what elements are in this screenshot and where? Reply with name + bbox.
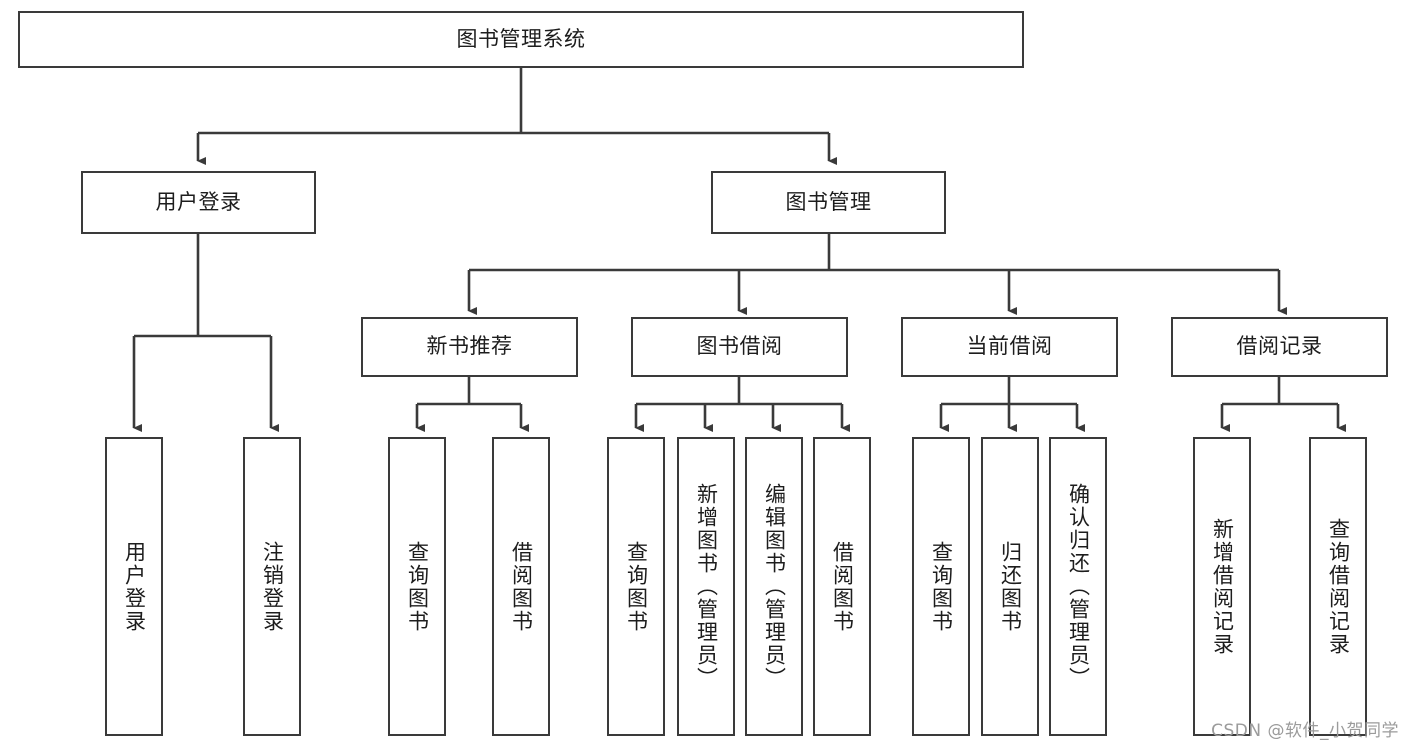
node-label: 图书借阅 — [696, 334, 783, 359]
node-label: 查询图书 — [624, 540, 649, 633]
node-label: 借阅图书 — [830, 540, 855, 633]
node-label: 查询图书 — [929, 540, 954, 633]
leaf-current-query-book[interactable]: 查询图书 — [912, 437, 970, 736]
leaf-record-add-record[interactable]: 新增借阅记录 — [1193, 437, 1251, 736]
node-label: 新增图书（管理员） — [694, 483, 719, 690]
node-current-borrow[interactable]: 当前借阅 — [901, 317, 1118, 377]
leaf-record-query-record[interactable]: 查询借阅记录 — [1309, 437, 1367, 736]
node-new-book-recommend[interactable]: 新书推荐 — [361, 317, 578, 377]
watermark: CSDN @软件_小贺同学 — [1211, 721, 1399, 741]
leaf-user-login-signin[interactable]: 用户登录 — [105, 437, 163, 736]
node-label: 借阅图书 — [509, 540, 534, 633]
node-label: 图书管理 — [785, 189, 872, 214]
leaf-current-return-book[interactable]: 归还图书 — [981, 437, 1039, 736]
node-label: 用户登录 — [122, 540, 147, 633]
node-label: 归还图书 — [998, 540, 1023, 633]
leaf-current-confirm-return-admin[interactable]: 确认归还（管理员） — [1049, 437, 1107, 736]
leaf-borrow-add-book-admin[interactable]: 新增图书（管理员） — [677, 437, 735, 736]
node-label: 查询借阅记录 — [1326, 517, 1351, 656]
node-root-system[interactable]: 图书管理系统 — [18, 11, 1024, 68]
node-label: 查询图书 — [405, 540, 430, 633]
node-label: 确认归还（管理员） — [1066, 483, 1091, 690]
node-label: 新增借阅记录 — [1210, 517, 1235, 656]
node-user-login[interactable]: 用户登录 — [81, 171, 316, 234]
leaf-user-login-signout[interactable]: 注销登录 — [243, 437, 301, 736]
leaf-recommend-borrow-book[interactable]: 借阅图书 — [492, 437, 550, 736]
leaf-borrow-query-book[interactable]: 查询图书 — [607, 437, 665, 736]
node-label: 当前借阅 — [966, 334, 1053, 359]
node-label: 注销登录 — [260, 540, 285, 633]
leaf-borrow-borrow-book[interactable]: 借阅图书 — [813, 437, 871, 736]
node-label: 编辑图书（管理员） — [762, 483, 787, 690]
node-label: 新书推荐 — [426, 334, 513, 359]
node-borrow-record[interactable]: 借阅记录 — [1171, 317, 1388, 377]
node-label: 图书管理系统 — [456, 26, 586, 51]
node-label: 用户登录 — [155, 189, 242, 214]
node-book-borrow[interactable]: 图书借阅 — [631, 317, 848, 377]
leaf-recommend-query-book[interactable]: 查询图书 — [388, 437, 446, 736]
node-label: 借阅记录 — [1236, 334, 1323, 359]
leaf-borrow-edit-book-admin[interactable]: 编辑图书（管理员） — [745, 437, 803, 736]
node-book-management[interactable]: 图书管理 — [711, 171, 946, 234]
